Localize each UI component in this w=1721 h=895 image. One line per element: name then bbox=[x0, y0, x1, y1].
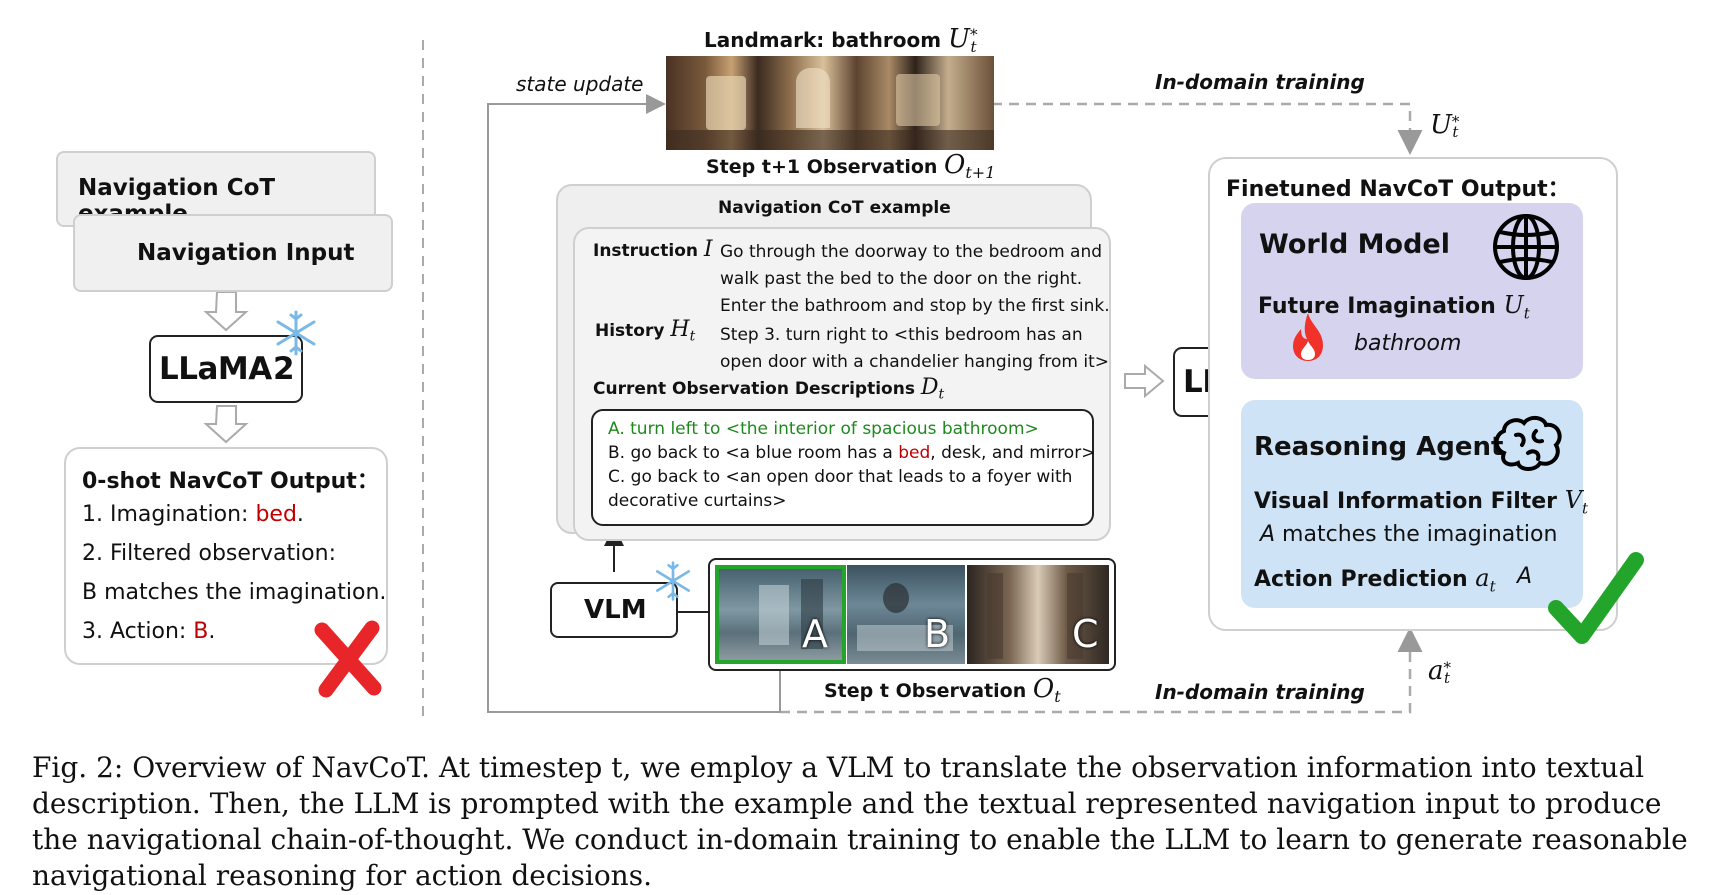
snowflake-icon bbox=[276, 310, 316, 356]
ut-star-label: U*t bbox=[1430, 110, 1460, 142]
at-star-label: a*t bbox=[1428, 656, 1452, 688]
imagination-value: bed bbox=[255, 502, 297, 527]
fire-icon bbox=[1293, 313, 1323, 361]
left-llama-num: 2 bbox=[273, 351, 295, 387]
history-line-1: Step 3. turn right to <this bedroom has … bbox=[720, 325, 1083, 345]
panel-label-b: B bbox=[924, 612, 951, 656]
caption: Fig. 2: Overview of NavCoT. At timestep … bbox=[32, 750, 1688, 894]
observation-panel-b bbox=[847, 565, 965, 664]
globe-icon bbox=[1493, 214, 1559, 280]
future-imagination-value: bathroom bbox=[1354, 331, 1462, 356]
observation-panel-a bbox=[715, 565, 846, 664]
left-input-label: Navigation Input bbox=[137, 240, 355, 266]
hollow-down-arrow-1 bbox=[203, 291, 249, 332]
instruction-label: Instruction I bbox=[593, 237, 713, 262]
observation-options-box: A. turn left to <the interior of spaciou… bbox=[591, 409, 1096, 526]
action-prediction-label: Action Prediction at bbox=[1254, 564, 1496, 596]
hollow-right-arrow bbox=[1124, 363, 1165, 399]
visual-filter-value: A matches the imagination bbox=[1260, 522, 1558, 547]
caption-line-3: the navigational chain-of-thought. We co… bbox=[32, 823, 1688, 856]
checkmark-icon bbox=[1548, 552, 1644, 644]
instruction-line-1: Go through the doorway to the bedroom an… bbox=[720, 242, 1103, 262]
left-llama-box: LLaMA 2 bbox=[149, 335, 303, 403]
zeroshot-line-1: 1. Imagination: bed. bbox=[82, 502, 304, 527]
observation-panels: A B C bbox=[708, 558, 1116, 671]
caption-line-2: description. Then, the LLM is prompted w… bbox=[32, 787, 1662, 820]
action-value: B bbox=[193, 619, 209, 644]
world-model-label: World Model bbox=[1259, 229, 1450, 260]
action-prediction-value: A bbox=[1517, 564, 1533, 589]
reasoning-agent-label: Reasoning Agent bbox=[1254, 432, 1504, 462]
obs-desc-label: Current Observation Descriptions Dt bbox=[593, 375, 945, 403]
visual-filter-label: Visual Information Filter Vt bbox=[1254, 486, 1589, 518]
history-line-2: open door with a chandelier hanging from… bbox=[720, 352, 1110, 372]
left-llama-label: LLaMA bbox=[159, 351, 272, 387]
indomain-bottom-line bbox=[780, 627, 1423, 714]
zeroshot-line-4: 3. Action: B. bbox=[82, 619, 216, 644]
landmark-label: Landmark: bathroom U*t bbox=[704, 24, 978, 56]
caption-line-4: navigational reasoning for action decisi… bbox=[32, 859, 652, 892]
left-input-box: Navigation Input bbox=[73, 214, 393, 292]
future-imagination-label: Future Imagination Ut bbox=[1258, 291, 1530, 323]
next-observation-image bbox=[666, 56, 994, 150]
history-label: History Ht bbox=[595, 317, 696, 345]
zeroshot-output-box: 0-shot NavCoT Output： 1. Imagination: be… bbox=[64, 447, 388, 665]
cot-title: Navigation CoT example bbox=[718, 198, 951, 218]
finetuned-title: Finetuned NavCoT Output： bbox=[1226, 177, 1570, 202]
observation-panel-c bbox=[967, 565, 1109, 664]
hollow-down-arrow-2 bbox=[203, 405, 249, 444]
panel-label-c: C bbox=[1072, 612, 1099, 656]
vlm-label: VLM bbox=[584, 595, 647, 625]
step-next-label: Step t+1 Observation Ot+1 bbox=[706, 150, 996, 182]
indomain-bottom-label: In-domain training bbox=[1155, 680, 1365, 704]
zeroshot-line-2: 2. Filtered observation: bbox=[82, 541, 336, 566]
cross-icon bbox=[314, 620, 382, 698]
option-b: B. go back to <a blue room has a bed, de… bbox=[608, 443, 1096, 463]
state-update-label: state update bbox=[516, 72, 644, 96]
zeroshot-line-3: B matches the imagination. bbox=[82, 580, 387, 605]
step-label: Step t Observation Ot bbox=[824, 674, 1061, 706]
instruction-line-2: walk past the bed to the door on the rig… bbox=[720, 269, 1083, 289]
reasoning-agent-block: Reasoning Agent Visual Information Filte… bbox=[1241, 400, 1588, 608]
option-c-line-1: C. go back to <an open door that leads t… bbox=[608, 467, 1073, 487]
snowflake-icon bbox=[655, 561, 691, 601]
indomain-top-label: In-domain training bbox=[1155, 70, 1365, 94]
option-c-line-2: decorative curtains> bbox=[608, 491, 787, 511]
instruction-line-3: Enter the bathroom and stop by the first… bbox=[720, 296, 1110, 316]
vlm-box: VLM bbox=[550, 582, 678, 638]
brain-icon bbox=[1494, 416, 1562, 471]
indomain-top-line bbox=[992, 102, 1423, 155]
option-a: A. turn left to <the interior of spaciou… bbox=[608, 419, 1039, 439]
caption-line-1: Fig. 2: Overview of NavCoT. At timestep … bbox=[32, 751, 1645, 784]
zeroshot-title: 0-shot NavCoT Output： bbox=[82, 469, 379, 494]
panel-label-a: A bbox=[802, 612, 828, 656]
state-update-line bbox=[487, 94, 780, 713]
